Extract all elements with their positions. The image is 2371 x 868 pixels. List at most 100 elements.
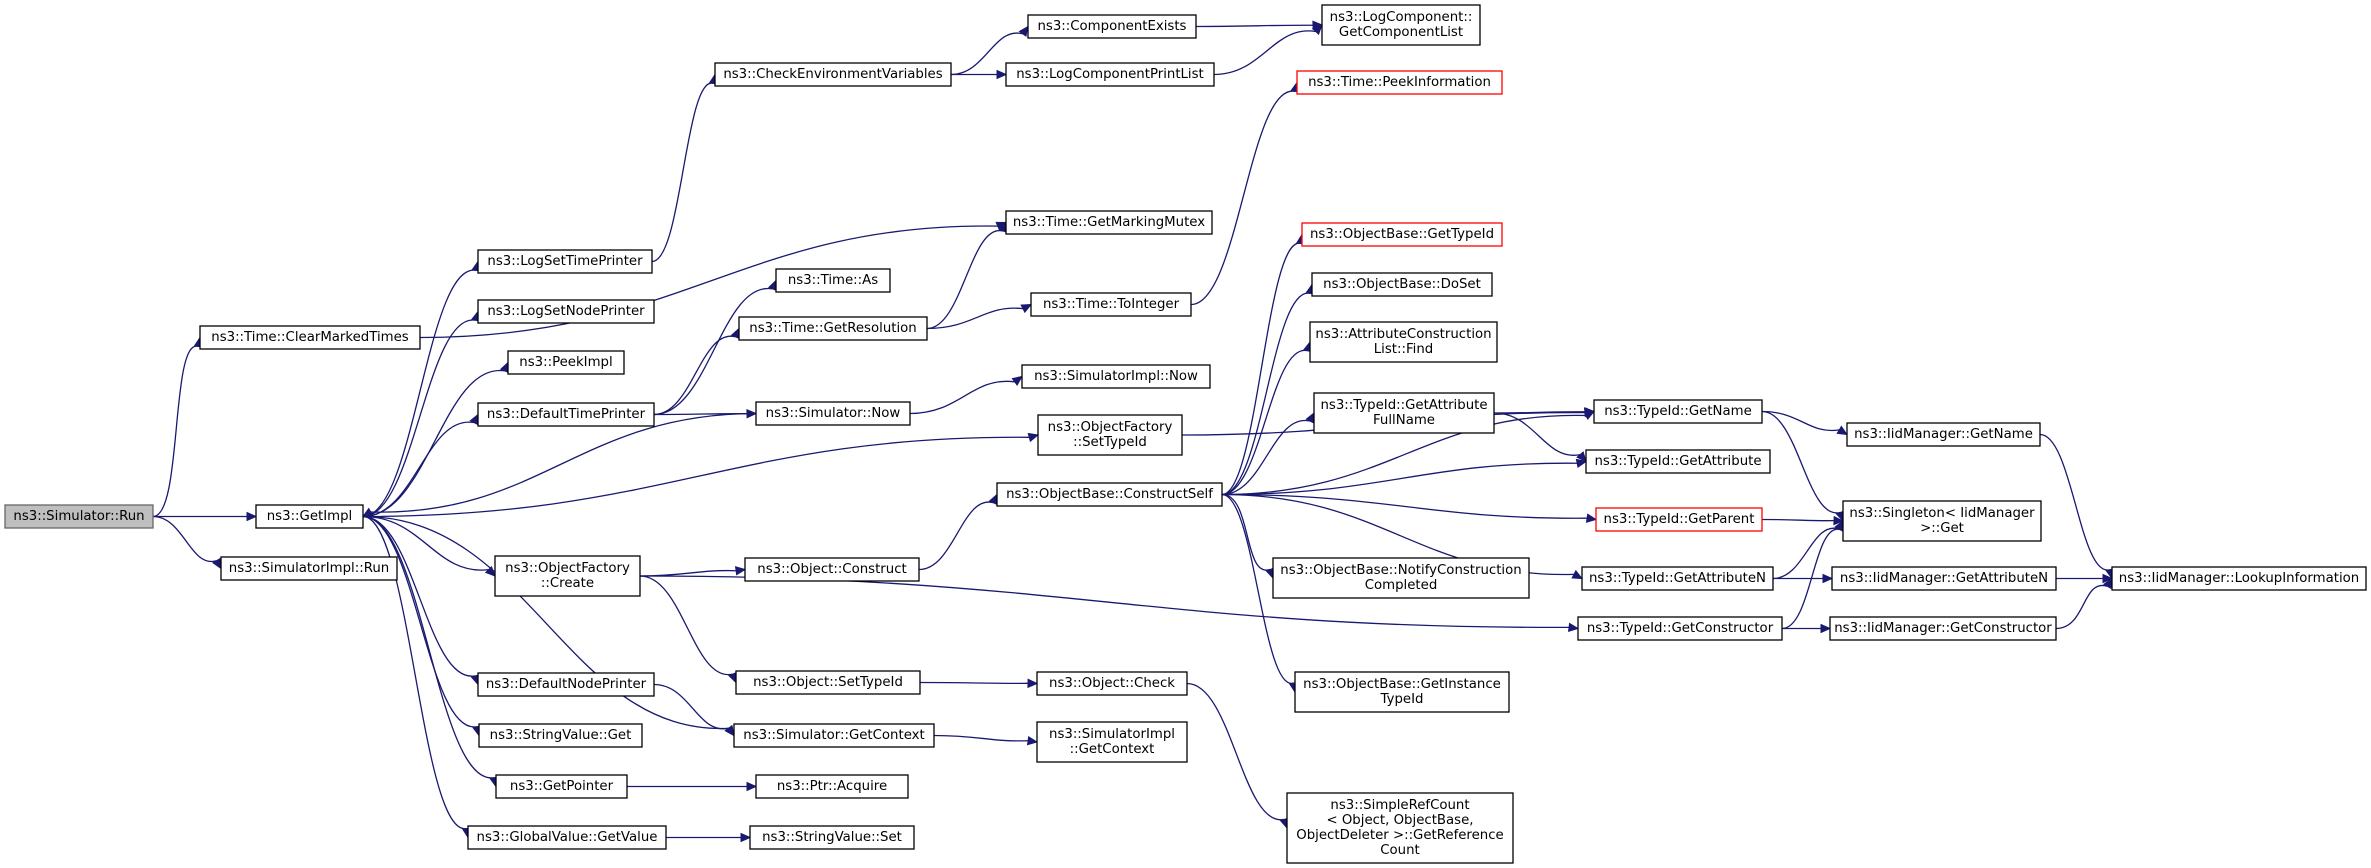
edge-getimpl-to-peekimpl [362,370,505,518]
arrowhead [1584,407,1596,417]
node-box [1005,210,1213,235]
node-label: ns3::SimulatorImpl::Run [229,561,389,576]
arrowhead [1822,573,1834,584]
edge-iidgetname-to-iidlookup [2039,433,2111,571]
arrowhead [996,69,1008,80]
node-label: ns3::StringValue::Set [762,830,902,845]
node-obgettypeid[interactable]: ns3::ObjectBase::GetTypeId [1301,222,1503,247]
node-box [1027,14,1197,39]
edge-getres-to-getmarkingmutex [926,230,1004,330]
node-objconstruct[interactable]: ns3::Object::Construct [744,557,920,582]
node-tgetname[interactable]: ns3::TypeId::GetName [1593,399,1763,424]
node-peekinfo[interactable]: ns3::Time::PeekInformation [1296,70,1503,95]
edge-getimpl-to-ofcreate [362,515,489,571]
node-logsetnode[interactable]: ns3::LogSetNodePrinter [477,299,655,324]
node-iidlookup[interactable]: ns3::IidManager::LookupInformation [2111,566,2367,591]
node-label: ns3::StringValue::Get [490,728,632,743]
node-ptracquire[interactable]: ns3::Ptr::Acquire [755,774,909,799]
node-gvgetvalue[interactable]: ns3::GlobalValue::GetValue [467,825,667,850]
node-tgetattr[interactable]: ns3::TypeId::GetAttribute [1585,449,1771,474]
node-objcheck[interactable]: ns3::Object::Check [1036,671,1188,696]
arrowhead [1576,451,1587,463]
node-getmarkingmutex[interactable]: ns3::Time::GetMarkingMutex [1005,210,1213,235]
node-label: ns3::ObjectBase::GetTypeId [1310,227,1494,242]
node-label: ::SetTypeId [1073,435,1147,450]
node-box [1846,422,2041,447]
node-iidgetname[interactable]: ns3::IidManager::GetName [1846,422,2041,447]
edge-ofcreate-to-objsettypeid [639,575,733,675]
node-simgetctx[interactable]: ns3::Simulator::GetContext [733,723,935,748]
node-simimplnow[interactable]: ns3::SimulatorImpl::Now [1021,364,1211,389]
node-run[interactable]: ns3::Simulator::Run [4,504,154,529]
node-tgetattrn[interactable]: ns3::TypeId::GetAttributeN [1581,566,1774,591]
arrowhead [1836,425,1849,436]
edge-constructself-to-tgetname [1221,414,1586,496]
node-label: ns3::Time::PeekInformation [1308,75,1491,90]
node-box [507,350,625,375]
edge-getimpl-to-deftime [362,421,475,518]
node-label: < Object, ObjectBase, [1326,813,1473,828]
node-singletonget[interactable]: ns3::Singleton< IidManager>::Get [1842,500,2042,542]
node-checkenv[interactable]: ns3::CheckEnvironmentVariables [714,62,952,87]
node-box [220,556,398,581]
node-box [1829,616,2057,641]
node-objsettypeid[interactable]: ns3::Object::SetTypeId [735,670,921,695]
node-box [1294,671,1510,713]
arrowhead [1833,515,1845,526]
node-obdoset[interactable]: ns3::ObjectBase::DoSet [1311,272,1493,297]
edge-checkenv-to-compexists [950,32,1023,76]
node-logsettime[interactable]: ns3::LogSetTimePrinter [477,249,653,274]
node-simnow[interactable]: ns3::Simulator::Now [755,401,911,426]
node-box [1005,62,1215,87]
node-simimplgetctx[interactable]: ns3::SimulatorImpl::GetContext [1036,721,1188,763]
node-clearmarked[interactable]: ns3::Time::ClearMarkedTimes [199,325,421,350]
arrowhead [1027,432,1040,443]
node-ofcreate[interactable]: ns3::ObjectFactory::Create [494,555,641,597]
node-iidgetctor[interactable]: ns3::IidManager::GetConstructor [1829,616,2057,641]
node-box [735,670,921,695]
node-strvalget[interactable]: ns3::StringValue::Get [478,723,643,748]
arrowhead [1571,569,1584,580]
node-getres[interactable]: ns3::Time::GetResolution [738,316,928,341]
node-label: ns3::TypeId::GetAttributeN [1589,571,1766,586]
arrowhead [1027,678,1039,689]
node-ofsettypeid[interactable]: ns3::ObjectFactory::SetTypeId [1037,414,1183,456]
node-constructself[interactable]: ns3::ObjectBase::ConstructSelf [996,482,1223,507]
node-timeas[interactable]: ns3::Time::As [775,268,891,293]
node-defnode[interactable]: ns3::DefaultNodePrinter [477,672,655,697]
arrowhead [734,566,747,576]
node-strvalset[interactable]: ns3::StringValue::Set [749,825,915,850]
node-deftime[interactable]: ns3::DefaultTimePrinter [477,402,655,427]
node-label: ns3::IidManager::GetAttributeN [1840,571,2048,586]
edge-constructself-to-getinsttid [1221,493,1294,684]
node-getpointer[interactable]: ns3::GetPointer [495,774,628,799]
node-box [1593,399,1763,424]
node-peekimpl[interactable]: ns3::PeekImpl [507,350,625,375]
node-compexists[interactable]: ns3::ComponentExists [1027,14,1197,39]
node-getimpl[interactable]: ns3::GetImpl [255,504,364,529]
edge-simgetctx-to-simimplgetctx [933,734,1029,742]
node-notifycons[interactable]: ns3::ObjectBase::NotifyConstructionCompl… [1272,557,1530,599]
arrowhead [1305,411,1315,424]
node-box [738,316,928,341]
edge-getimpl-to-ofsettypeid [362,436,1030,518]
node-simplerefcount[interactable]: ns3::SimpleRefCount< Object, ObjectBase,… [1286,792,1514,864]
node-label: ns3::Simulator::Run [13,509,144,524]
node-box [749,825,915,850]
node-logcompprint[interactable]: ns3::LogComponentPrintList [1005,62,1215,87]
node-tgetctor[interactable]: ns3::TypeId::GetConstructor [1577,616,1783,641]
node-simimplrun[interactable]: ns3::SimulatorImpl::Run [220,556,398,581]
node-tgetparent[interactable]: ns3::TypeId::GetParent [1595,507,1763,532]
arrowhead [1575,458,1588,469]
node-tointeger[interactable]: ns3::Time::ToInteger [1030,292,1192,317]
node-getcomplist[interactable]: ns3::LogComponent::GetComponentList [1321,4,1481,46]
node-iidgetattrn[interactable]: ns3::IidManager::GetAttributeN [1831,566,2057,591]
arrowhead [988,493,998,506]
arrowhead [1820,623,1832,634]
arrowhead [484,565,496,577]
edge-getimpl-to-strvalget [362,515,478,728]
node-label: ns3::Object::SetTypeId [753,675,903,690]
